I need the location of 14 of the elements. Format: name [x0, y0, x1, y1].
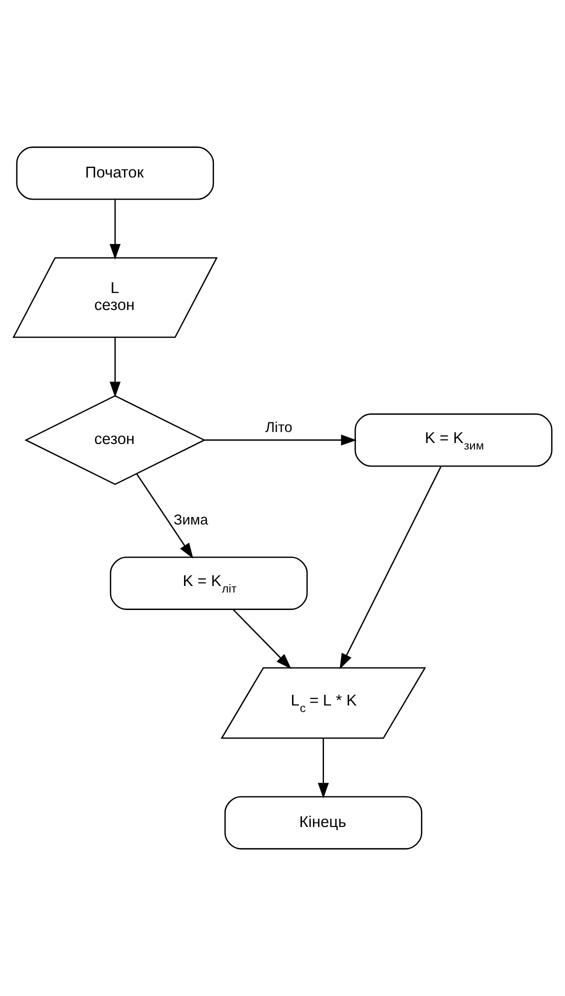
node-box: K = K$_{зим}$: [354, 413, 552, 467]
node-box: Початок: [16, 146, 214, 200]
edge-label: Літо: [265, 420, 292, 436]
arrow: [340, 466, 442, 670]
node-box: K = K$_{літ}$: [110, 556, 308, 610]
arrow: [110, 200, 121, 260]
arrow: [318, 738, 329, 799]
node-box: Кінець: [224, 796, 422, 850]
arrow: [136, 474, 194, 559]
edge-label: Зима: [174, 512, 208, 528]
arrow: [204, 434, 357, 446]
node-diamond: сезон: [24, 395, 206, 486]
arrow: [232, 608, 292, 669]
arrow: [110, 337, 121, 398]
